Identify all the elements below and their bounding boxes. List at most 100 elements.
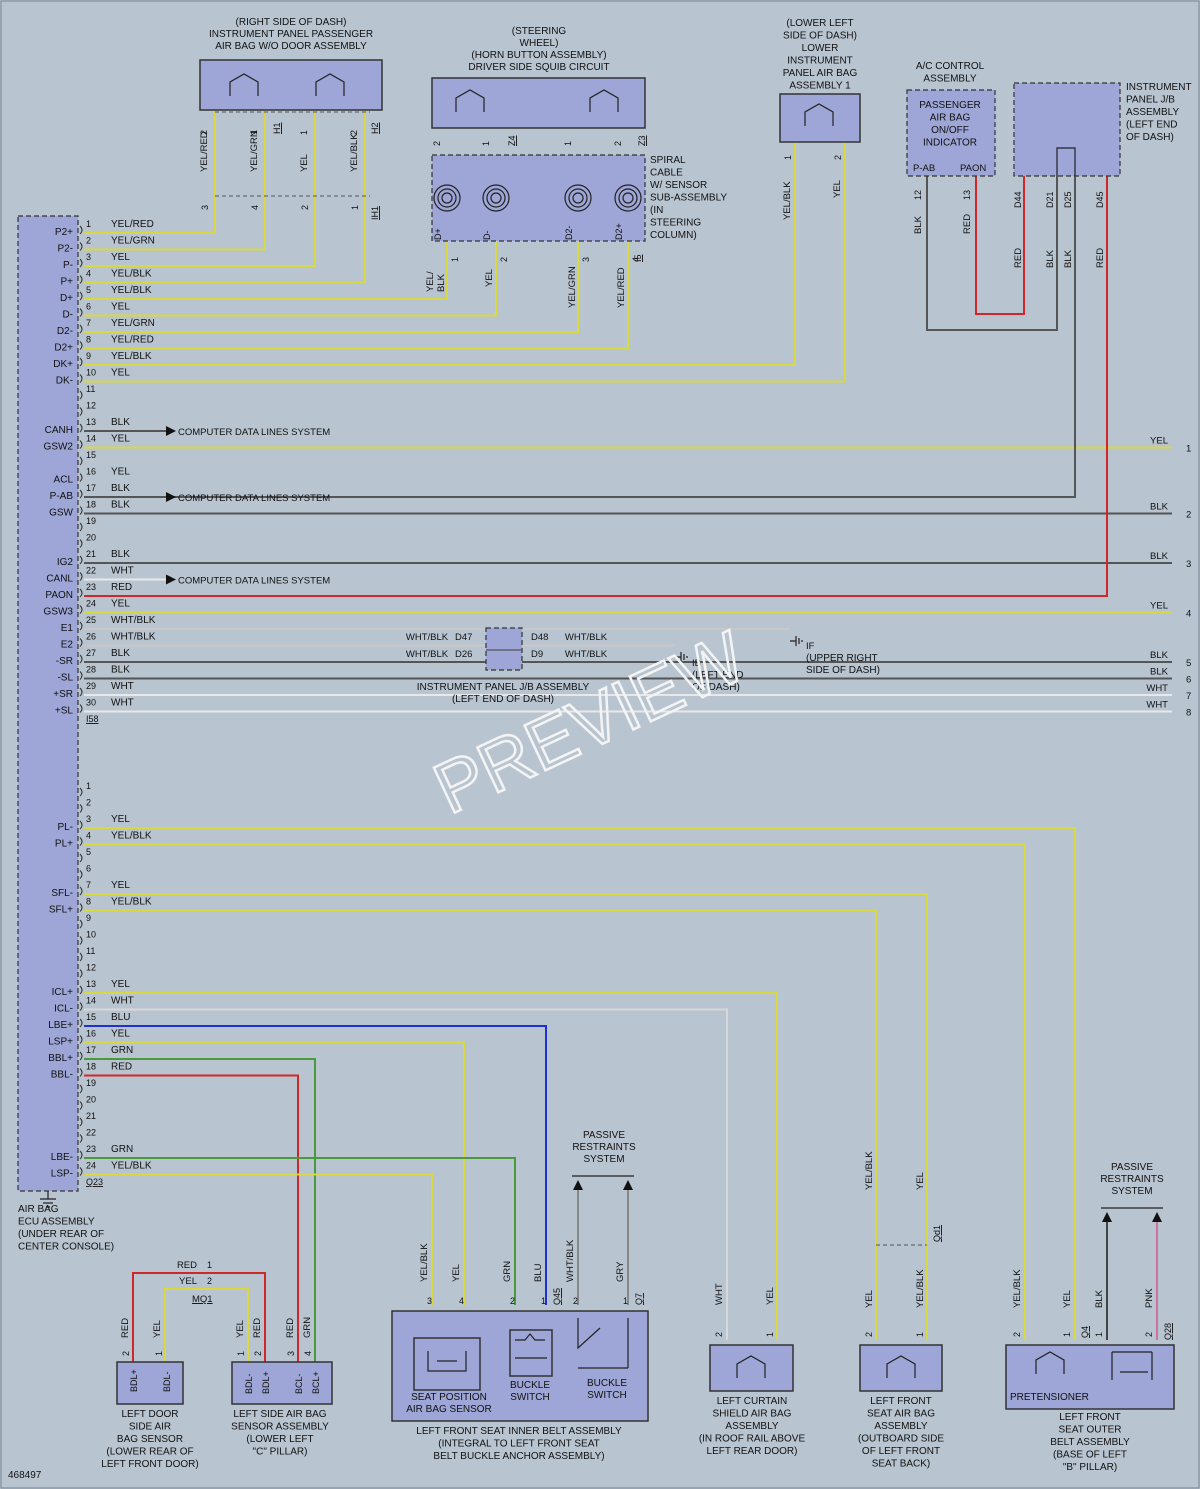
pin-number: 24 <box>86 1161 96 1171</box>
wire-spiral-0 <box>84 240 448 300</box>
ground-if-label: IF <box>806 641 815 652</box>
wire-color-label: YEL/BLK <box>915 1269 926 1308</box>
wire-color-label: YEL/BLK <box>349 133 360 172</box>
terminal-label: LBE- <box>51 1152 73 1163</box>
pin-number: 5 <box>86 285 91 295</box>
terminal-label: -SL <box>57 673 73 684</box>
wire-ac-blk <box>926 175 1058 331</box>
pin-terminal <box>79 936 83 945</box>
ground-icon <box>790 636 803 646</box>
terminal-label: SFL- <box>51 888 73 899</box>
pin-number: 2 <box>1012 1332 1022 1337</box>
steering-title: WHEEL) <box>520 38 559 49</box>
pin-number: 14 <box>86 996 96 1006</box>
wire-color-label: YEL <box>111 599 130 610</box>
wire-color-label: YEL/BLK <box>111 351 152 362</box>
pin-terminal <box>79 804 83 813</box>
pin-number: 3 <box>286 1351 296 1356</box>
wire-sfl-plus <box>84 909 877 1340</box>
terminal-label: BDL- <box>244 1373 254 1394</box>
wire-color-label: YEL/GRN <box>567 266 578 308</box>
ac-indicator-label: PASSENGER <box>919 100 981 111</box>
wire-color-label: BLK <box>111 648 130 659</box>
pin-terminal <box>79 787 83 797</box>
wire-color-label: BLK <box>111 549 130 560</box>
wire-color-label: YEL/BLK <box>864 1151 875 1190</box>
pin-number: 3 <box>427 1296 432 1306</box>
pin-number: 13 <box>962 190 972 200</box>
passenger-airbag-box <box>199 59 383 111</box>
pin-number: 2 <box>833 155 843 160</box>
pin-number: 19 <box>86 516 96 526</box>
pin-number: 5 <box>86 847 91 857</box>
wire-color-label: YEL/BLK <box>111 897 152 908</box>
wire-color-label: GRN <box>111 1045 133 1056</box>
pin-number: 26 <box>86 632 96 642</box>
pin-number: 1 <box>86 781 91 791</box>
computer-data-lines-label: COMPUTER DATA LINES SYSTEM <box>178 493 330 504</box>
pin-terminal <box>79 258 83 268</box>
terminal-label: LBE+ <box>48 1020 73 1031</box>
terminal-label: -SR <box>56 656 73 667</box>
pin-number: 1 <box>623 1296 628 1306</box>
connector-mq1: MQ1 <box>192 1294 213 1305</box>
edge-wire-color: YEL <box>1150 601 1168 612</box>
pin-number: 1 <box>299 130 309 135</box>
spiral-coil-icon <box>433 184 461 212</box>
knee-airbag-title: LOWER <box>802 43 839 54</box>
wire-color-label: BLK <box>111 500 130 511</box>
pin-number: 12 <box>86 401 96 411</box>
terminal-label: PAON <box>960 163 986 174</box>
wire-lsp-plus <box>84 1041 465 1305</box>
wire-color-label: YEL <box>832 180 843 198</box>
wire-color-label: BLK <box>1094 1289 1105 1308</box>
wire-color-label: YEL <box>864 1290 875 1308</box>
wire-color-label: YEL/RED <box>111 335 154 346</box>
ip-jb-title: PANEL J/B <box>1126 95 1175 106</box>
outer-belt-title: SEAT OUTER <box>1059 1425 1122 1436</box>
terminal-label: ACL <box>54 475 74 486</box>
pin-number: 1 <box>783 155 793 160</box>
pin-number: 30 <box>86 698 96 708</box>
wire-color-label: YEL <box>1062 1290 1073 1308</box>
pin-number: 3 <box>86 252 91 262</box>
wire-color-label: YEL <box>299 154 310 172</box>
pin-number: 1 <box>86 219 91 229</box>
terminal-label: D- <box>62 310 73 321</box>
pin-number: 12 <box>913 190 923 200</box>
terminal-label: +SR <box>53 689 73 700</box>
wire-ac-red <box>975 175 1025 315</box>
side-sensor-box <box>231 1361 333 1405</box>
wire-color-label: YEL <box>111 979 130 990</box>
terminal-label: PAON <box>45 590 73 601</box>
wire-passenger-3 <box>84 88 366 284</box>
pin-terminal <box>79 687 83 697</box>
ac-indicator-label: INDICATOR <box>923 138 977 149</box>
wire-color-label: BLK <box>1063 249 1074 268</box>
wire-color-label: YEL <box>111 467 130 478</box>
pin-number: 2 <box>499 257 509 262</box>
squib-symbol <box>455 89 485 112</box>
wire-lsp-minus <box>84 1173 433 1305</box>
curtain-title: LEFT CURTAIN <box>717 1396 788 1407</box>
wire-color-label: YEL/RED <box>616 267 627 308</box>
knee-airbag-title: SIDE OF DASH) <box>783 31 857 42</box>
pin-number: 4 <box>86 831 91 841</box>
wire-color-label: YEL <box>111 252 130 263</box>
pin-terminal <box>79 638 83 647</box>
spiral-title: SPIRAL <box>650 155 686 166</box>
buckle-switch-label-1: SWITCH <box>510 1392 549 1403</box>
spiral-coil-icon <box>618 188 638 208</box>
wire-color-label: RED <box>1095 248 1106 268</box>
squib-symbol <box>315 73 345 96</box>
edge-wire-color: BLK <box>1150 551 1169 562</box>
edge-ref-number: 8 <box>1186 708 1191 719</box>
wire-color-label: BLK <box>111 665 130 676</box>
pin-terminal <box>79 225 83 235</box>
pin-number: 1 <box>236 1351 246 1356</box>
pin-terminal <box>79 903 83 912</box>
pin-number: 2 <box>510 1296 515 1306</box>
terminal-label: ICL- <box>54 1004 73 1015</box>
computer-data-lines-label: COMPUTER DATA LINES SYSTEM <box>178 576 330 587</box>
